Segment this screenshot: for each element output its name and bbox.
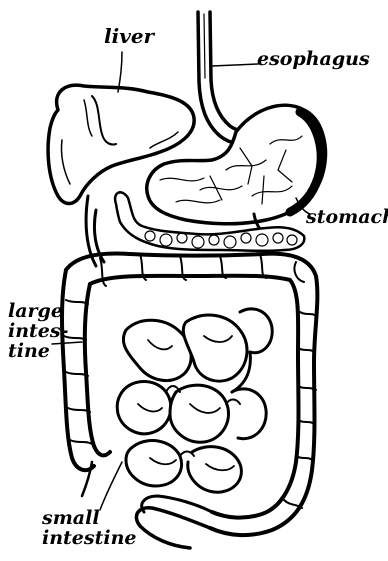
small-intestine-label: small intestine [42, 509, 137, 549]
stomach-label: stomach [306, 208, 388, 228]
large-intestine-label: large intes- tine [8, 302, 68, 362]
esophagus-leader [212, 64, 258, 66]
small-intestine-organ [117, 309, 272, 492]
small-intestine-label-line-1: small [42, 509, 137, 529]
esophagus-label: esophagus [257, 50, 370, 70]
small-intestine-label-line-2: intestine [42, 529, 137, 549]
large-intestine-label-line-3: tine [8, 342, 68, 362]
stomach-label-text: stomach [306, 208, 388, 228]
large-intestine-label-line-2: intes- [8, 322, 68, 342]
esophagus-label-text: esophagus [257, 50, 370, 70]
large-intestine-label-line-1: large [8, 302, 68, 322]
liver-label-text: liver [104, 26, 154, 47]
small-intestine-leader [100, 462, 122, 510]
liver-label: liver [104, 26, 154, 47]
liver-leader [118, 52, 122, 92]
